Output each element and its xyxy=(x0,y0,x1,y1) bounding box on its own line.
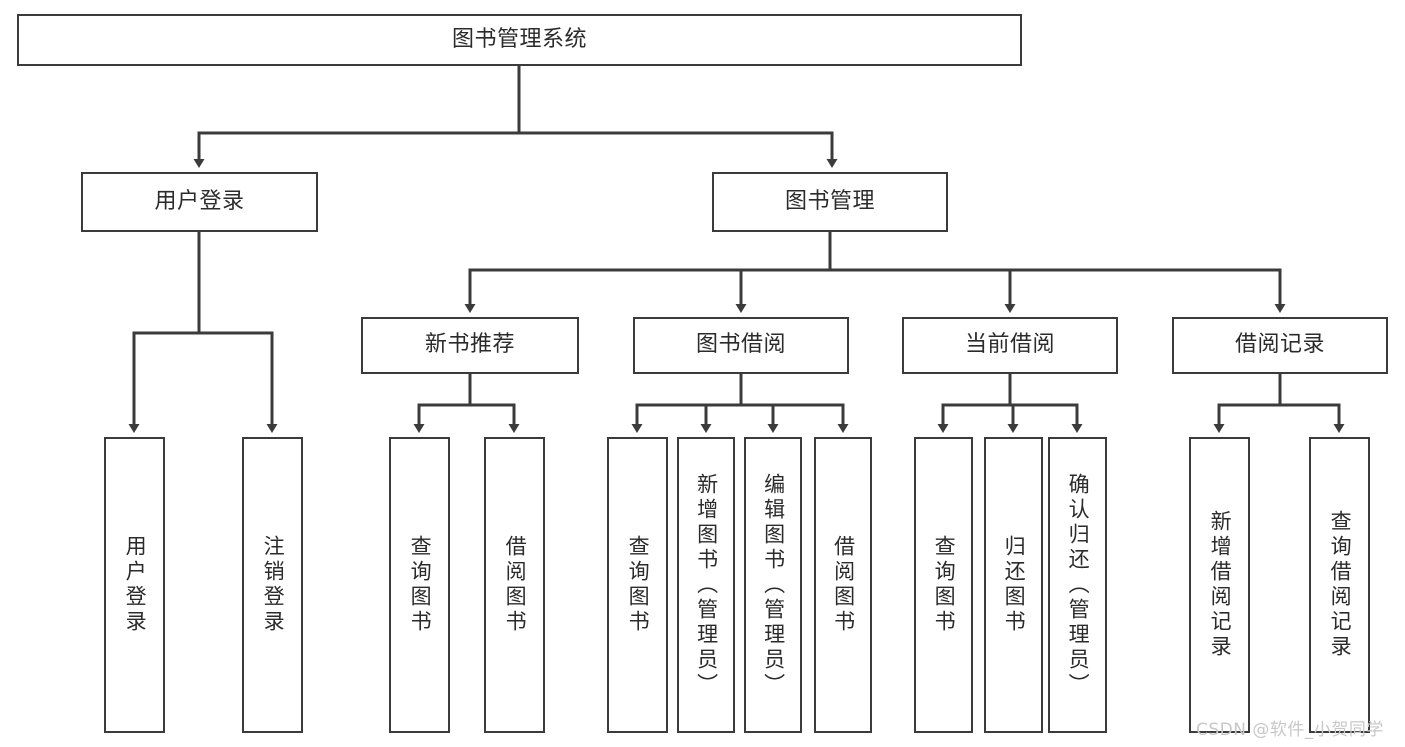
node-leaf-add-book[interactable]: 新增图书（管理员） xyxy=(677,437,735,733)
node-leaf-user-login-label: 用户登录 xyxy=(123,535,148,635)
node-leaf-query-book-2[interactable]: 查询图书 xyxy=(607,437,668,733)
node-leaf-edit-book[interactable]: 编辑图书（管理员） xyxy=(744,437,802,733)
node-new-book-recommend[interactable]: 新书推荐 xyxy=(361,317,579,374)
node-book-borrow[interactable]: 图书借阅 xyxy=(633,317,849,374)
node-book-borrow-label: 图书借阅 xyxy=(695,332,786,358)
node-root[interactable]: 图书管理系统 xyxy=(17,14,1022,66)
node-leaf-add-book-label: 新增图书（管理员） xyxy=(694,472,719,698)
node-leaf-borrow-book-1-label: 借阅图书 xyxy=(503,535,528,635)
node-leaf-query-borrow-record[interactable]: 查询借阅记录 xyxy=(1309,437,1370,733)
node-current-borrow[interactable]: 当前借阅 xyxy=(902,317,1118,374)
node-leaf-confirm-return[interactable]: 确认归还（管理员） xyxy=(1048,437,1107,733)
node-leaf-user-logout[interactable]: 注销登录 xyxy=(242,437,303,733)
node-leaf-query-book-1-label: 查询图书 xyxy=(408,535,433,635)
node-leaf-borrow-book-1[interactable]: 借阅图书 xyxy=(484,437,545,733)
node-leaf-query-book-1[interactable]: 查询图书 xyxy=(389,437,450,733)
node-leaf-query-borrow-record-label: 查询借阅记录 xyxy=(1328,510,1353,660)
node-current-borrow-label: 当前借阅 xyxy=(964,332,1055,358)
node-leaf-return-book[interactable]: 归还图书 xyxy=(984,437,1043,733)
node-user-login[interactable]: 用户登录 xyxy=(81,172,318,232)
node-leaf-query-book-3-label: 查询图书 xyxy=(932,535,957,635)
node-leaf-query-book-2-label: 查询图书 xyxy=(626,535,651,635)
node-leaf-borrow-book-2[interactable]: 借阅图书 xyxy=(814,437,872,733)
node-leaf-query-book-3[interactable]: 查询图书 xyxy=(914,437,973,733)
node-root-label: 图书管理系统 xyxy=(451,26,587,52)
node-leaf-confirm-return-label: 确认归还（管理员） xyxy=(1066,472,1091,698)
node-leaf-user-login[interactable]: 用户登录 xyxy=(104,437,165,733)
node-borrow-record-label: 借阅记录 xyxy=(1234,332,1325,358)
node-leaf-user-logout-label: 注销登录 xyxy=(261,535,286,635)
node-book-manage-label: 图书管理 xyxy=(784,188,875,214)
node-leaf-add-borrow-record-label: 新增借阅记录 xyxy=(1208,510,1233,660)
node-leaf-return-book-label: 归还图书 xyxy=(1002,535,1027,635)
node-leaf-edit-book-label: 编辑图书（管理员） xyxy=(761,472,786,698)
node-book-manage[interactable]: 图书管理 xyxy=(712,172,948,232)
node-leaf-borrow-book-2-label: 借阅图书 xyxy=(831,535,856,635)
node-borrow-record[interactable]: 借阅记录 xyxy=(1172,317,1388,374)
node-leaf-add-borrow-record[interactable]: 新增借阅记录 xyxy=(1189,437,1250,733)
node-user-login-label: 用户登录 xyxy=(154,188,245,214)
node-new-book-recommend-label: 新书推荐 xyxy=(424,332,515,358)
